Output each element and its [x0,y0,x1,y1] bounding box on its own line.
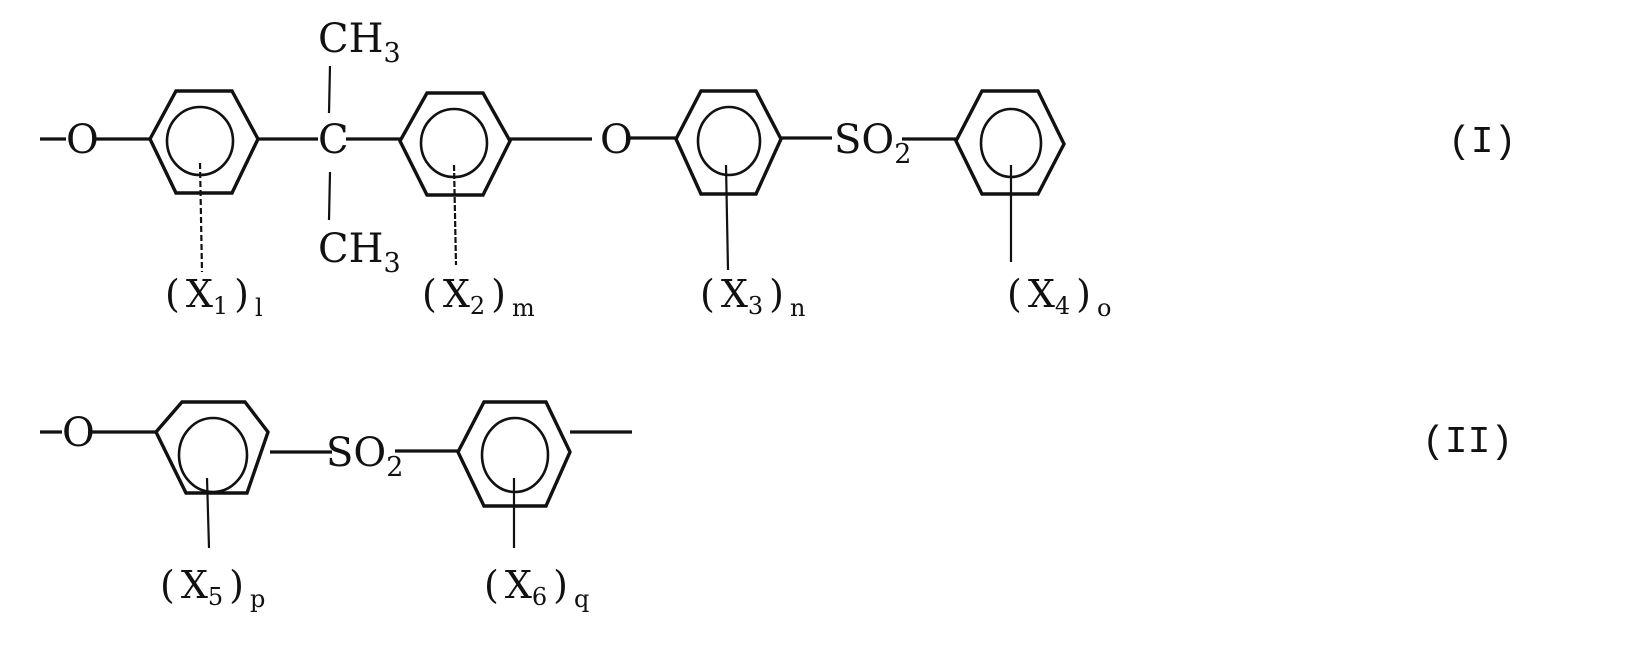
ether-oxygen-1: O [66,117,99,163]
benzene-ring-5 [153,400,270,549]
ether-oxygen-3: O [62,410,95,456]
sulfonyl-group-2: SO2 [326,430,403,483]
substituent-x5: (X5)p [160,563,265,613]
substituent-x2: (X2)m [422,272,535,322]
formula-II: O SO2 (X5)p (X6)q (II) [40,400,1513,613]
benzene-ring-3 [674,89,783,271]
formula-label-II: (II) [1422,421,1513,464]
sulfonyl-group-1: SO2 [834,117,911,170]
benzene-ring-6 [456,400,572,548]
substituent-x3: (X3)n [700,272,805,322]
methyl-top: CH3 [318,16,401,69]
substituent-x6: (X6)q [484,563,589,613]
substituent-x1: (X1)l [165,272,263,322]
quaternary-carbon: C [318,117,349,163]
benzene-ring-2 [398,91,512,266]
formula-I: O C CH3 CH3 O [40,16,1516,322]
methyl-bottom: CH3 [318,226,401,279]
benzene-ring-1 [148,89,260,273]
benzene-ring-4 [954,89,1066,262]
bond-c-methyl-top [327,65,332,114]
formula-label-I: (I) [1448,121,1516,164]
substituent-x4: (X4)o [1007,272,1111,322]
bond-c-methyl-bottom [327,171,332,221]
ether-oxygen-2: O [600,117,633,163]
